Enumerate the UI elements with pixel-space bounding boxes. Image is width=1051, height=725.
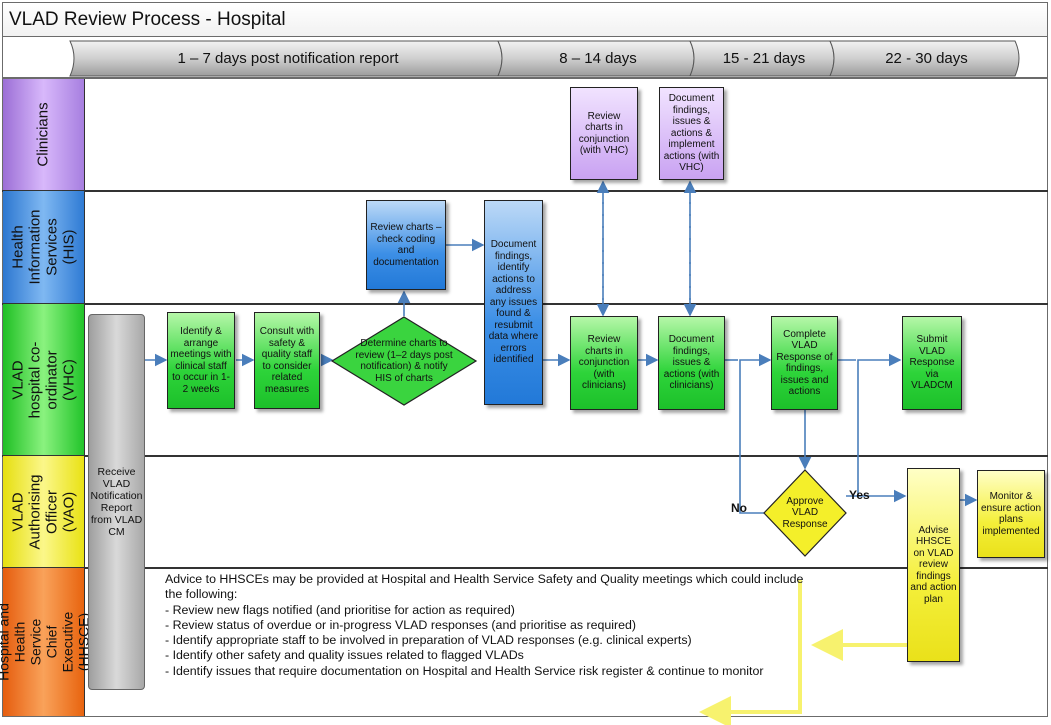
- receive-report-box: Receive VLAD Notification Report from VL…: [88, 314, 145, 690]
- phase-1: 1 – 7 days post notification report: [177, 50, 399, 67]
- page-title: VLAD Review Process - Hospital: [9, 9, 286, 30]
- note-item: - Review new flags notified (and priorit…: [165, 602, 515, 617]
- monitor-actions-box: Monitor & ensure action plans implemente…: [977, 470, 1045, 558]
- phase-3: 15 - 21 days: [722, 50, 806, 67]
- lane-divider: [2, 567, 1048, 569]
- no-label: No: [731, 501, 747, 515]
- note-item: - Identify appropriate staff to be invol…: [165, 633, 692, 648]
- his-document-findings-box: Document findings, identify actions to a…: [484, 200, 543, 405]
- approve-diamond: [763, 469, 847, 557]
- phase-2: 8 – 14 days: [559, 50, 637, 67]
- consult-staff-box: Consult with safety & quality staff to c…: [254, 312, 320, 409]
- swimlane-board: [2, 78, 1048, 717]
- lane-his: Health Information Services (HIS): [3, 191, 85, 303]
- lane-divider: [2, 190, 1048, 192]
- note-intro: Advice to HHSCEs may be provided at Hosp…: [165, 572, 804, 602]
- approve-response-label: Approve VLAD Response: [782, 495, 828, 530]
- complete-response-box: Complete VLAD Response of findings, issu…: [771, 316, 838, 410]
- lane-vao: VLAD Authorising Officer (VAO): [3, 456, 85, 567]
- lane-clinicians: Clinicians: [3, 79, 85, 190]
- determine-charts-label: Determine charts to review (1–2 days pos…: [355, 338, 453, 384]
- hhsce-advice-note: Advice to HHSCEs may be provided at Hosp…: [165, 572, 805, 679]
- title-bar: VLAD Review Process - Hospital: [2, 2, 1048, 37]
- advise-hhsce-box: Advise HHSCE on VLAD review findings and…: [907, 468, 960, 662]
- lane-hhsce: Hospital and Health Service Chief Execut…: [0, 568, 92, 716]
- phase-arrows: [69, 40, 1020, 77]
- submit-response-box: Submit VLAD Response via VLADCM: [902, 316, 962, 410]
- yes-label: Yes: [849, 488, 870, 502]
- lane-divider: [2, 455, 1048, 457]
- phase-4: 22 - 30 days: [885, 50, 968, 67]
- lane-vhc: VLAD hospital co- ordinator (VHC): [3, 304, 85, 455]
- note-item: - Review status of overdue or in-progres…: [165, 617, 637, 632]
- vhc-review-charts-box: Review charts in conjunction (with clini…: [570, 316, 638, 410]
- vhc-document-box: Document findings, issues & actions (wit…: [658, 316, 725, 410]
- identify-meetings-box: Identify & arrange meetings with clinica…: [167, 312, 235, 409]
- clinicians-document-box: Document findings, issues & actions & im…: [659, 87, 724, 180]
- determine-diamond: [330, 316, 478, 406]
- note-item: - Identify issues that require documenta…: [165, 663, 764, 678]
- note-item: - Identify other safety and quality issu…: [165, 648, 524, 663]
- clinicians-review-charts-box: Review charts in conjunction (with VHC): [570, 87, 638, 180]
- his-review-charts-box: Review charts – check coding and documen…: [366, 200, 446, 290]
